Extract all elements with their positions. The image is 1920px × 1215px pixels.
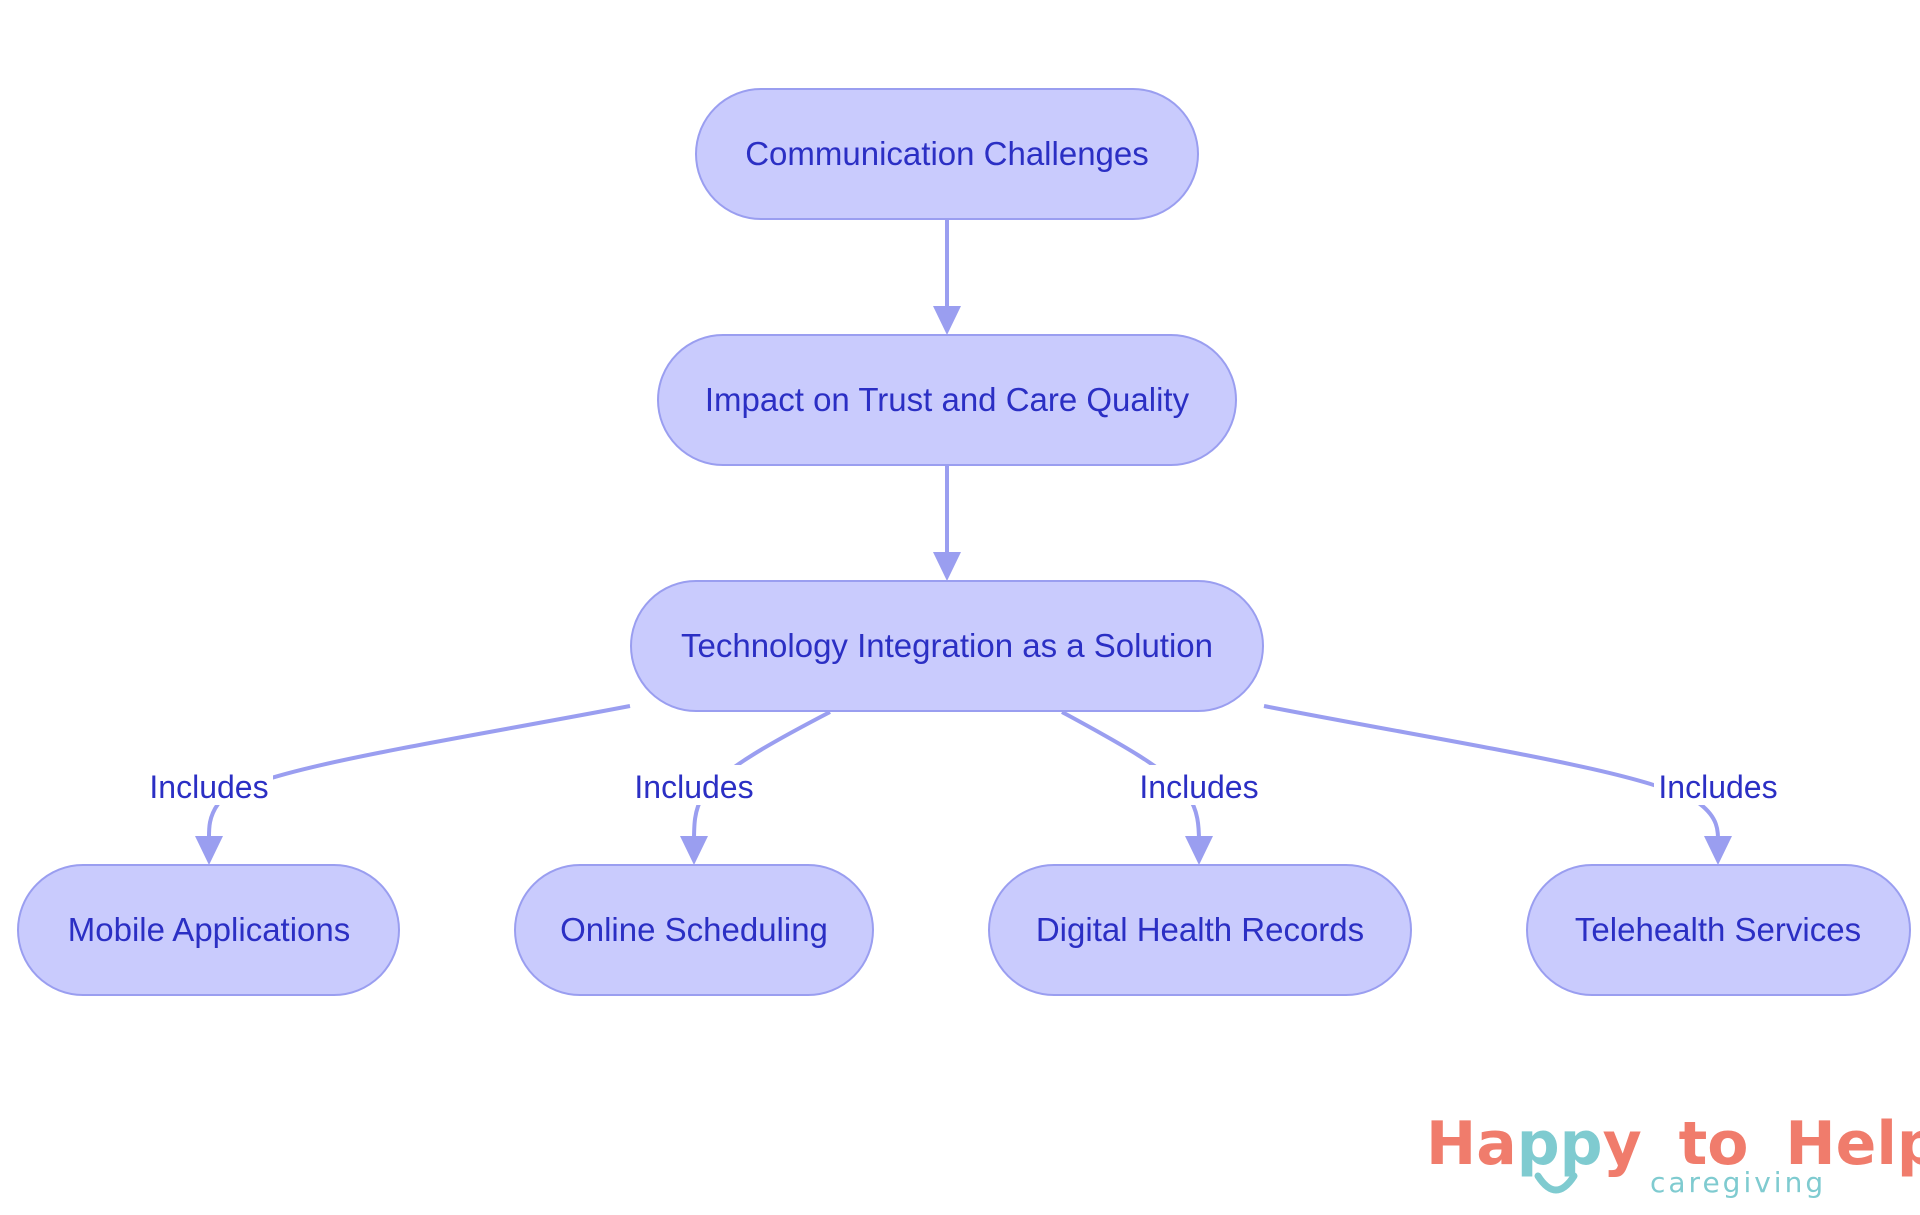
happy-to-help-logo: Happy to Help caregiving	[1426, 1109, 1920, 1199]
node-communication-challenges: Communication Challenges	[695, 88, 1199, 220]
arrowhead-impact	[933, 306, 961, 335]
node-online-scheduling-label: Online Scheduling	[560, 911, 828, 948]
node-online-scheduling: Online Scheduling	[514, 864, 874, 996]
edge-technology-to-telehealth	[1263, 704, 1720, 843]
node-telehealth-services-label: Telehealth Services	[1575, 911, 1861, 948]
edge-label-telehealth: Includes	[1654, 765, 1782, 805]
logo-word-to: to	[1679, 1109, 1749, 1179]
node-impact-trust-care: Impact on Trust and Care Quality	[657, 334, 1237, 466]
edges	[195, 220, 1732, 865]
node-digital-health-records: Digital Health Records	[988, 864, 1412, 996]
arrowhead-digital	[1185, 836, 1213, 865]
edge-label-online: Includes	[630, 765, 758, 805]
nodes: Communication Challenges Impact on Trust…	[17, 88, 1911, 996]
node-telehealth-services: Telehealth Services	[1526, 864, 1911, 996]
logo-word-help: Help	[1785, 1109, 1920, 1179]
edge-labels: Includes Includes Includes Includes	[145, 765, 1782, 805]
node-digital-health-records-label: Digital Health Records	[1036, 911, 1364, 948]
node-impact-trust-care-label: Impact on Trust and Care Quality	[705, 381, 1190, 418]
logo-subtitle: caregiving	[1650, 1166, 1826, 1199]
logo-word-happy-pp: pp	[1517, 1109, 1603, 1179]
edge-label-mobile: Includes	[145, 765, 273, 805]
node-technology-integration: Technology Integration as a Solution	[630, 580, 1264, 712]
node-mobile-applications: Mobile Applications	[17, 864, 400, 996]
node-communication-challenges-label: Communication Challenges	[745, 135, 1149, 172]
logo-wordmark: Happy to Help	[1426, 1109, 1920, 1179]
edge-label-online-text: Includes	[634, 769, 753, 805]
logo-smile-icon	[1534, 1172, 1578, 1194]
arrowhead-technology	[933, 552, 961, 581]
arrowhead-mobile	[195, 836, 223, 865]
edge-label-telehealth-text: Includes	[1658, 769, 1777, 805]
edge-label-digital-text: Includes	[1139, 769, 1258, 805]
edge-label-mobile-text: Includes	[149, 769, 268, 805]
node-technology-integration-label: Technology Integration as a Solution	[681, 627, 1213, 664]
arrowhead-telehealth	[1704, 836, 1732, 865]
logo-word-happy-h-a: Ha	[1426, 1109, 1517, 1179]
node-mobile-applications-label: Mobile Applications	[68, 911, 351, 948]
edge-label-digital: Includes	[1135, 765, 1263, 805]
arrowhead-online	[680, 836, 708, 865]
logo-word-happy-y: y	[1603, 1109, 1642, 1179]
